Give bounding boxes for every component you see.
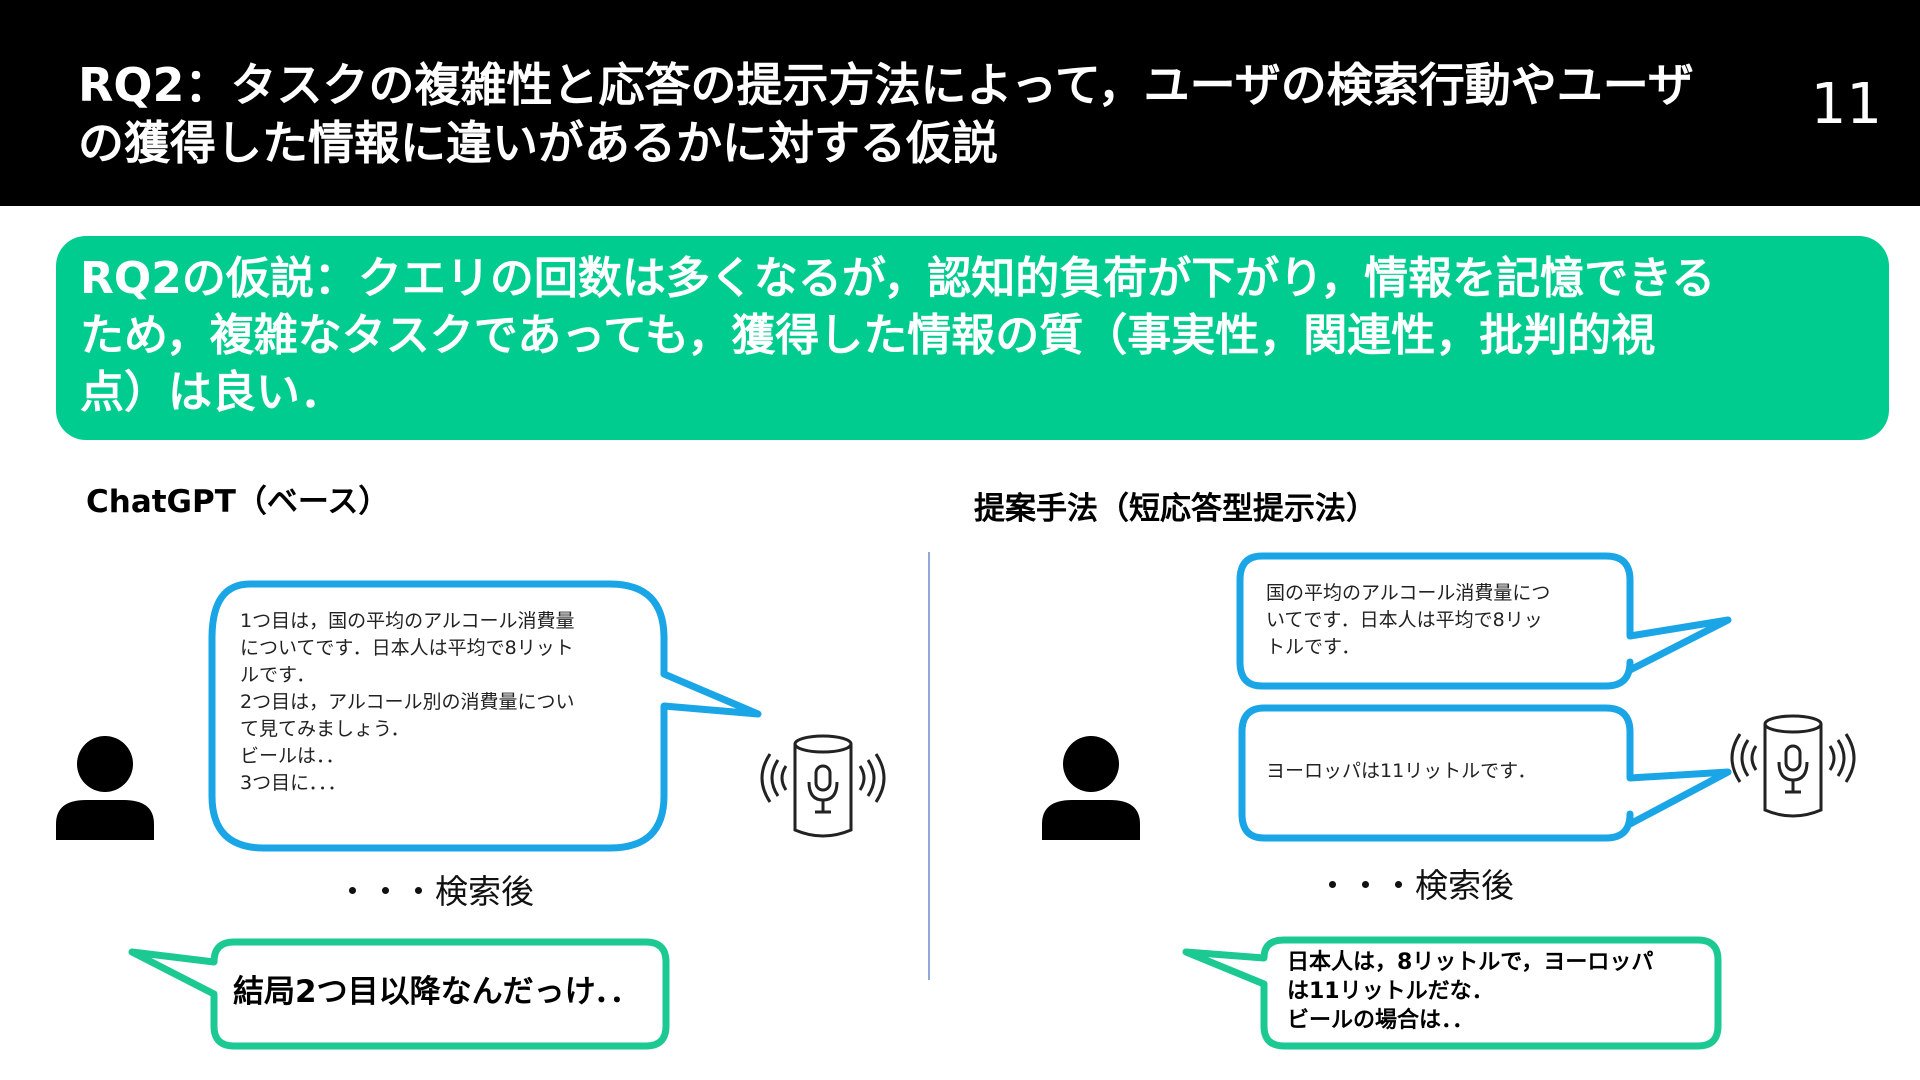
left-response-line: ビールは．． — [240, 745, 345, 767]
left-response-line: 3つ目に．．． — [240, 772, 347, 794]
left-response-line: についてです．日本人は平均で8リット — [240, 637, 574, 659]
slide-title-line-2: の獲得した情報に違いがあるかに対する仮説 — [78, 116, 998, 170]
right-response-1-line: トルです． — [1266, 636, 1361, 658]
right-user-thought-line: は11リットルだな． — [1287, 979, 1494, 1004]
right-column-label: 提案手法（短応答型提示法） — [974, 491, 1377, 527]
right-response-2-text: ヨーロッパは11リットルです． — [1266, 760, 1537, 782]
left-response-line: ルです． — [240, 664, 316, 686]
slide-header: RQ2：タスクの複雑性と応答の提示方法によって，ユーザの検索行動やユーザ の獲得… — [0, 0, 1920, 206]
page-number: 11 — [1810, 72, 1882, 137]
left-user-thought: 結局2つ目以降なんだっけ．． — [233, 974, 641, 1010]
right-response-1-line: 国の平均のアルコール消費量につ — [1266, 582, 1551, 604]
person-icon — [1042, 734, 1140, 840]
smart-speaker-icon — [758, 732, 888, 842]
hypothesis-line-3: 点）は良い． — [80, 367, 344, 418]
hypothesis-box: RQ2の仮説：クエリの回数は多くなるが，認知的負荷が下がり，情報を記憶できる た… — [56, 236, 1889, 440]
hypothesis-line-2: ため，複雑なタスクであっても，獲得した情報の質（事実性，関連性，批判的視 — [80, 310, 1656, 361]
person-icon — [56, 734, 154, 840]
right-response-1-text: 国の平均のアルコール消費量につ いてです．日本人は平均で8リッ トルです． — [1266, 580, 1550, 661]
right-response-1-line: いてです．日本人は平均で8リッ — [1266, 609, 1543, 631]
right-after-search: ・・・検索後 — [1316, 866, 1514, 905]
left-after-search: ・・・検索後 — [336, 872, 534, 911]
left-response-text: 1つ目は，国の平均のアルコール消費量 についてです．日本人は平均で8リット ルで… — [240, 608, 575, 797]
right-user-thought: 日本人は，8リットルで，ヨーロッパ は11リットルだな． ビールの場合は．． — [1287, 948, 1653, 1035]
slide-title-line-1: RQ2：タスクの複雑性と応答の提示方法によって，ユーザの検索行動やユーザ — [78, 58, 1694, 112]
left-response-line: 2つ目は，アルコール別の消費量につい — [240, 691, 575, 713]
right-user-thought-line: ビールの場合は．． — [1287, 1008, 1475, 1033]
smart-speaker-icon — [1728, 712, 1858, 822]
left-response-line: 1つ目は，国の平均のアルコール消費量 — [240, 610, 575, 632]
right-user-thought-line: 日本人は，8リットルで，ヨーロッパ — [1287, 950, 1654, 975]
left-column-label: ChatGPT（ベース） — [86, 484, 390, 520]
slide-title: RQ2：タスクの複雑性と応答の提示方法によって，ユーザの検索行動やユーザ の獲得… — [78, 56, 1758, 172]
column-divider — [928, 552, 930, 980]
hypothesis-line-1: RQ2の仮説：クエリの回数は多くなるが，認知的負荷が下がり，情報を記憶できる — [80, 253, 1716, 304]
left-response-line: て見てみましょう． — [240, 718, 410, 740]
